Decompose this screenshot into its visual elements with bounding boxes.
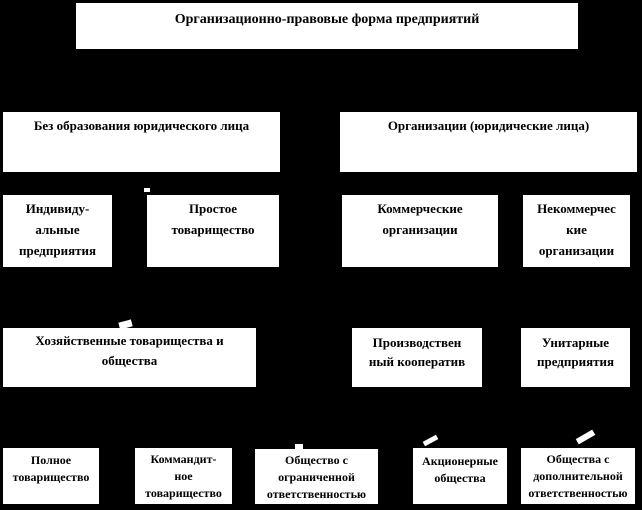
node-unitary-enterprises: Унитарные предприятия	[521, 328, 630, 387]
node-full-partnership: Полное товарищество	[3, 448, 99, 504]
node-production-cooperative: Производствен ный кооператив	[352, 328, 482, 387]
artifact-white-mark	[295, 444, 303, 449]
node-additional-liability-companies: Общества с дополнительной ответственност…	[521, 448, 635, 504]
node-organizations-legal-entities: Организации (юридические лица)	[340, 112, 637, 172]
node-individual-enterprises: Индивиду- альные предприятия	[3, 195, 112, 267]
node-commercial-organizations: Коммерческие организации	[342, 195, 498, 267]
node-limited-partnership: Коммандит- ное товарищество	[135, 448, 232, 504]
node-joint-stock-companies: Акционерные общества	[413, 448, 507, 504]
artifact-white-mark	[144, 188, 150, 192]
node-title-org-legal-forms: Организационно-правовые форма предприяти…	[76, 3, 578, 49]
node-limited-liability-company: Общество с ограниченной ответственностью	[255, 449, 378, 504]
node-noncommercial-organizations: Некоммерчес кие организации	[523, 195, 630, 267]
node-without-legal-entity: Без образования юридического лица	[3, 112, 280, 172]
node-simple-partnership: Простое товарищество	[147, 195, 279, 267]
artifact-white-mark	[422, 434, 439, 447]
artifact-white-mark	[575, 429, 596, 445]
node-economic-partnerships-societies: Хозяйственные товарищества и общества	[3, 328, 256, 387]
